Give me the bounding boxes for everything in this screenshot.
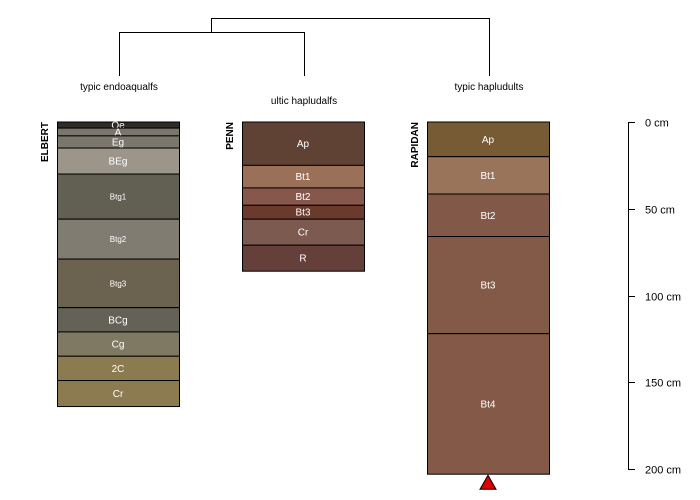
horizon-label: BCg: [108, 315, 127, 326]
horizon-block: [57, 258, 180, 309]
dendrogram: [119, 18, 490, 76]
horizon-label: Ap: [482, 135, 495, 146]
horizon-label: Cr: [298, 228, 309, 239]
horizon-label: Bt2: [295, 192, 310, 203]
horizon: Cg: [57, 331, 180, 357]
horizon-block: [57, 218, 180, 260]
depth-tick-label: 0 cm: [645, 118, 669, 130]
horizon: Btg2: [57, 218, 180, 260]
group-label: typic endoaqualfs: [80, 82, 158, 93]
horizon: Bt2: [427, 193, 550, 238]
horizon-label: BEg: [109, 157, 128, 168]
profile-name: RAPIDAN: [410, 122, 421, 168]
depth-tick-label: 100 cm: [645, 292, 681, 304]
horizon: Ap: [427, 121, 550, 158]
horizon: BCg: [57, 307, 180, 333]
horizon-block: [427, 193, 550, 238]
horizon-label: Btg1: [110, 193, 127, 202]
horizon-label: 2C: [112, 364, 125, 375]
horizon-block: [57, 380, 180, 408]
horizon-block: [427, 236, 550, 335]
horizon-label: Bt3: [480, 281, 495, 292]
depth-tick-label: 50 cm: [645, 205, 675, 217]
group-label: ultic hapludalfs: [271, 96, 337, 107]
profile-name: PENN: [225, 122, 236, 150]
dendrogram-sub-branch: [119, 32, 305, 76]
depth-tick-label: 200 cm: [645, 465, 681, 477]
depth-axis: 0 cm 50 cm 100 cm 150 cm 200 cm: [628, 118, 681, 477]
horizon-block: [57, 147, 180, 175]
horizon: 2C: [57, 355, 180, 382]
horizon-label: Bt1: [295, 172, 310, 183]
horizon: Bt1: [242, 164, 365, 189]
horizon: Cr: [242, 218, 365, 246]
horizon-label: Bt1: [480, 171, 495, 182]
horizon: Bt1: [427, 156, 550, 195]
horizon: Bt2: [242, 187, 365, 206]
horizon: R: [242, 244, 365, 272]
horizon: Bt4: [427, 333, 550, 475]
dendrogram-root-branch: [211, 18, 490, 32]
horizon-label: Btg3: [110, 279, 127, 288]
horizon-block: [57, 307, 180, 333]
horizon-block: [57, 331, 180, 357]
depth-tick-label: 150 cm: [645, 378, 681, 390]
horizon-label: Cr: [113, 389, 124, 400]
horizon: Ap: [242, 121, 365, 166]
horizon-label: Cg: [112, 340, 125, 351]
horizon: Bt3: [242, 204, 365, 220]
horizon-label: A: [115, 127, 122, 138]
horizon-block: [427, 333, 550, 475]
horizon: Cr: [57, 380, 180, 408]
horizon: Bt3: [427, 236, 550, 335]
profile-name: ELBERT: [40, 122, 51, 162]
horizon-label: Ap: [297, 139, 310, 150]
horizon: BEg: [57, 147, 180, 175]
horizon-label: Btg2: [110, 235, 127, 244]
horizon-block: [57, 173, 180, 220]
horizon-label: Oe: [111, 121, 125, 132]
horizon-label: Bt4: [480, 399, 495, 410]
truncation-marker-icon: [479, 474, 497, 490]
horizon-label: Bt3: [295, 208, 310, 219]
horizon: Eg: [57, 135, 180, 149]
horizon-block: [427, 121, 550, 158]
group-label: typic hapludults: [455, 82, 524, 93]
horizon-label: Bt2: [480, 211, 495, 222]
horizon: Btg3: [57, 258, 180, 309]
horizon-block: [57, 355, 180, 382]
horizon: Btg1: [57, 173, 180, 220]
horizon-block: [242, 244, 365, 272]
horizon-label: Eg: [112, 137, 124, 148]
horizon-label: R: [299, 254, 306, 265]
horizon-block: [427, 156, 550, 195]
